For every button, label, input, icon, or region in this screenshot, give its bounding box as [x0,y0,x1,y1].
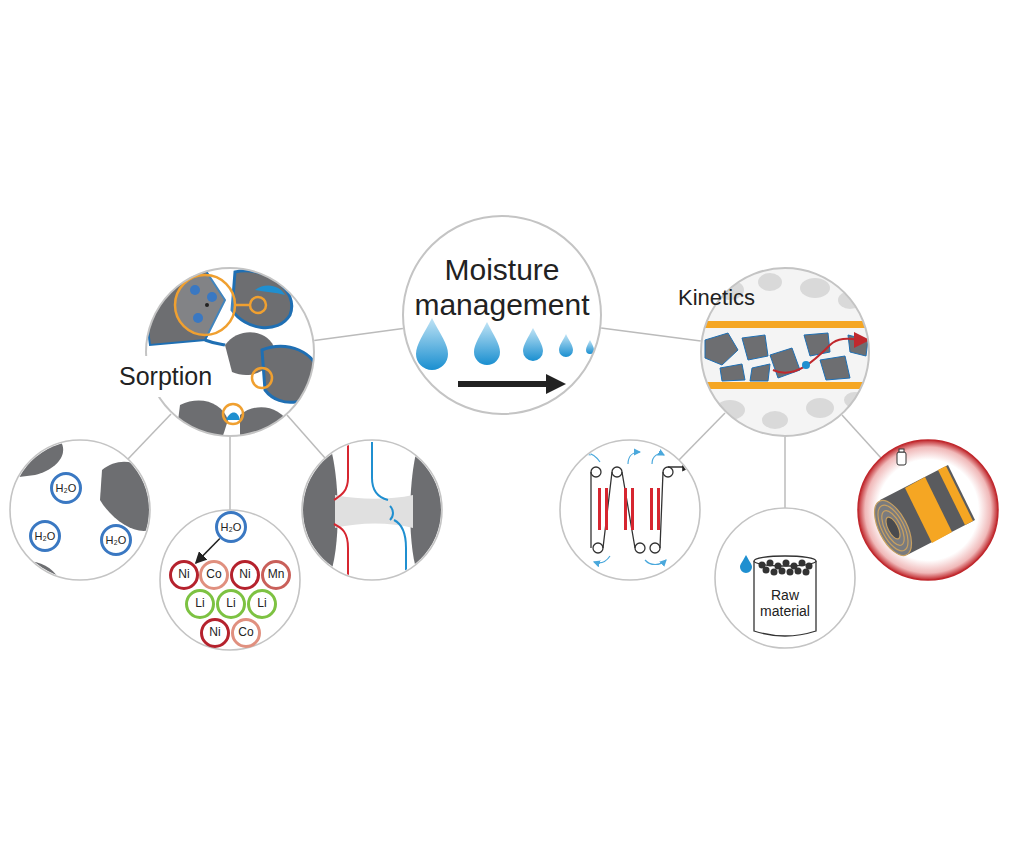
central-circle: Moisture management [402,215,602,415]
beaker-label: Raw material [752,587,818,619]
detail-circle [10,440,150,580]
water-molecules [190,285,217,323]
element-label: Li [226,597,235,611]
pore-illustration [10,440,150,585]
element-circle: Li [216,589,246,619]
element-label: H₂O [56,482,77,495]
detail-circle [302,440,442,580]
element-circle: Co [199,560,229,590]
sorption-circle: Sorption [145,267,315,437]
element-circle: H₂O [100,524,132,556]
element-circle: H₂O [215,511,247,543]
element-circle: Li [247,589,277,619]
element-circle: Co [231,618,261,648]
element-circle: H₂O [50,472,82,504]
cell-illustration [858,440,998,580]
detail-circle [560,440,700,580]
element-label: Ni [239,568,250,582]
kinetics-circle: Kinetics [700,267,870,437]
element-label: Co [238,626,253,640]
connector-line [601,328,701,341]
connector-line [314,328,403,340]
element-circle: Li [185,589,215,619]
sorption-highlights [175,275,272,424]
element-label: H₂O [221,521,242,534]
element-label: Ni [178,568,189,582]
element-label: Li [257,597,266,611]
capillary-illustration [300,440,444,580]
element-circle: Ni [200,618,230,648]
element-label: H₂O [35,530,56,543]
circle-title: Sorption [109,356,222,397]
circle-title: Moisture management [407,253,597,322]
drop-icon [740,555,752,573]
drops [416,318,594,394]
element-label: Ni [209,626,220,640]
element-circle: Ni [169,560,199,590]
raw-material-beaker: Raw material [750,553,820,641]
element-circle: Ni [230,560,260,590]
element-label: Co [206,568,221,582]
element-circle: Mn [261,560,291,590]
element-circle: H₂O [29,520,61,552]
element-label: Mn [268,568,285,582]
element-label: Li [195,597,204,611]
detail-circle [715,508,855,648]
detail-circle [160,510,300,650]
circle-title: Kinetics [678,285,755,310]
roll-dryer-illustration [584,452,690,565]
element-label: H₂O [106,534,127,547]
